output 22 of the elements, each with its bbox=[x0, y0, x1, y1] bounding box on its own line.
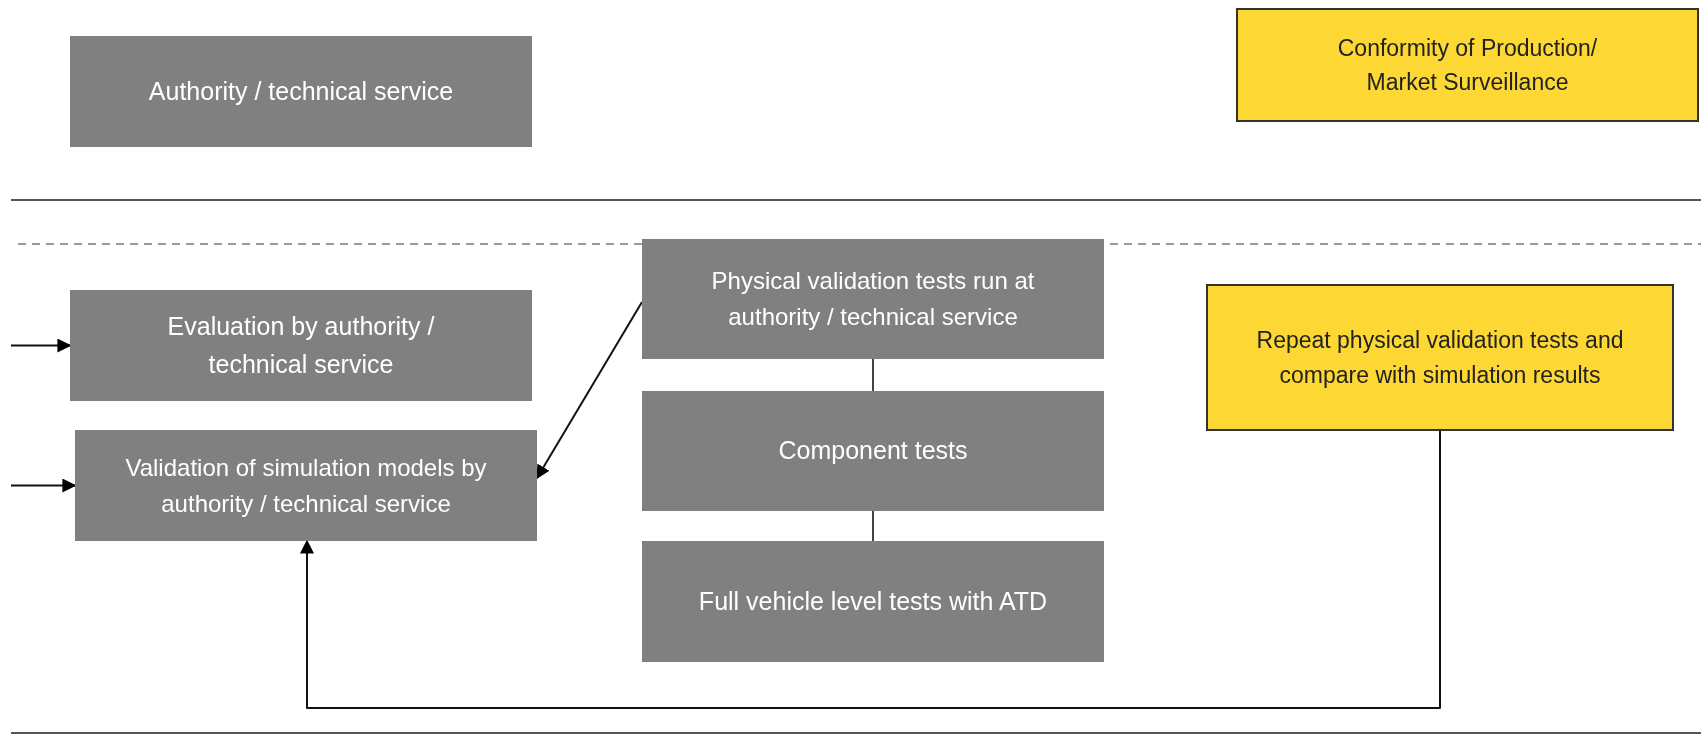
box-label: Repeat physical validation tests and compare with simulation results bbox=[1255, 326, 1625, 390]
box-label: Authority / technical service bbox=[148, 75, 454, 107]
box-label: Conformity of Production/ Market Surveillance bbox=[1336, 33, 1599, 97]
box-label: Physical validation tests run at authority / technical service bbox=[710, 266, 1036, 332]
box-label: Evaluation by authority / technical service bbox=[166, 311, 436, 380]
box-label: Full vehicle level tests with ATD bbox=[698, 585, 1048, 617]
process-box bbox=[70, 36, 532, 147]
process-box bbox=[642, 541, 1104, 662]
process-box bbox=[642, 239, 1104, 359]
process-box bbox=[70, 290, 532, 401]
connector-line bbox=[872, 358, 874, 392]
connector-line bbox=[872, 510, 874, 542]
arrow bbox=[300, 430, 1441, 709]
highlight-box bbox=[1206, 284, 1674, 431]
arrow bbox=[536, 301, 643, 480]
highlight-box bbox=[1236, 8, 1699, 122]
arrow bbox=[10, 338, 72, 353]
process-box bbox=[642, 391, 1104, 511]
box-label: Component tests bbox=[778, 435, 968, 467]
box-label: Validation of simulation models by authority / technical service bbox=[124, 452, 488, 519]
arrow bbox=[10, 478, 77, 493]
process-box bbox=[75, 430, 537, 541]
